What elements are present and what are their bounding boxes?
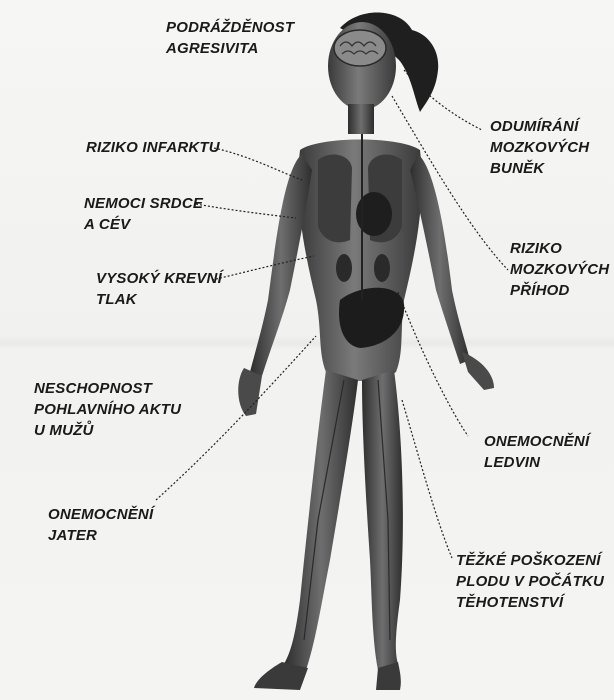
label-liver: ONEMOCNĚNÍ JATER <box>48 504 153 546</box>
brain <box>334 30 386 66</box>
label-heart-attack: RIZIKO INFARKTU <box>86 137 220 158</box>
label-pregnancy: TĚŽKÉ POŠKOZENÍ PLODU V POČÁTKU TĚHOTENS… <box>456 550 604 613</box>
right-arm <box>410 154 470 364</box>
left-lung <box>318 154 352 242</box>
right-leg <box>362 370 403 670</box>
right-kidney <box>374 254 390 282</box>
neck <box>348 104 374 134</box>
label-brain-cells: ODUMÍRÁNÍ MOZKOVÝCH BUNĚK <box>490 116 589 179</box>
label-irritability: PODRÁŽDĚNOST AGRESIVITA <box>166 17 294 59</box>
right-hand <box>462 352 494 390</box>
left-hand <box>238 368 262 416</box>
left-arm <box>250 154 312 376</box>
left-kidney <box>336 254 352 282</box>
left-foot <box>254 662 308 690</box>
left-leg <box>284 370 358 670</box>
label-blood-pressure: VYSOKÝ KREVNÍ TLAK <box>96 268 222 310</box>
label-impotence: NESCHOPNOST POHLAVNÍHO AKTU U MUŽŮ <box>34 378 181 441</box>
label-heart-vessels: NEMOCI SRDCE A CÉV <box>84 193 203 235</box>
label-kidney: ONEMOCNĚNÍ LEDVIN <box>484 431 589 473</box>
label-stroke: RIZIKO MOZKOVÝCH PŘÍHOD <box>510 238 609 301</box>
